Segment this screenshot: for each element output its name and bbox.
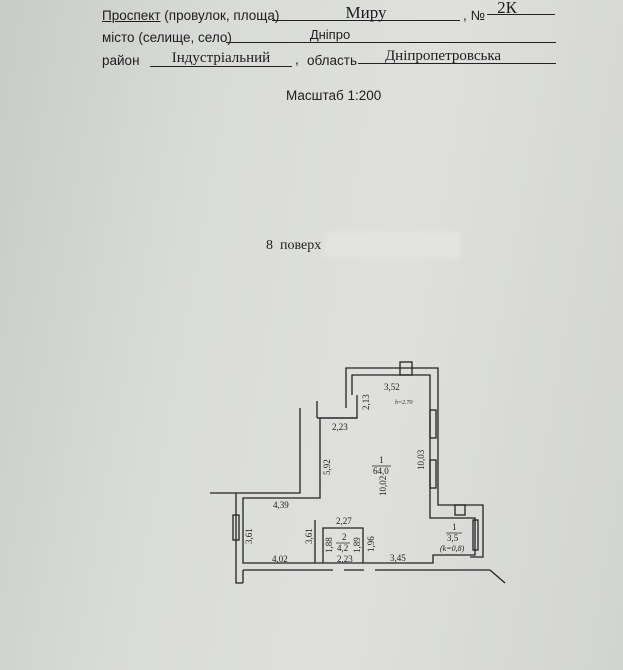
balcony-coef: (k=0,8) [440, 544, 465, 553]
dim-r2-bottom: 2,23 [337, 554, 353, 564]
street-label: Проспект [102, 8, 161, 23]
street-label-rest: (провулок, площа) [164, 8, 280, 23]
dim-room1-depth: 10,02 [378, 476, 388, 496]
dim-bottom-left: 4,02 [272, 554, 288, 564]
dim-bottom-right: 3,45 [390, 553, 406, 563]
number-label: , № [463, 8, 485, 23]
balcony-number: 1 [452, 522, 457, 532]
balcony-area: 3,5 [447, 533, 459, 543]
dim-top: 3,52 [384, 382, 400, 392]
room1-area: 64,0 [373, 466, 389, 476]
redacted-area [325, 232, 460, 258]
city-label: місто (селище, село) [102, 30, 232, 45]
region-label: область [307, 53, 357, 68]
region-separator: , [295, 52, 299, 67]
city-value: Дніпро [309, 27, 351, 42]
height-label: h=2.70 [395, 400, 413, 406]
street-line [272, 20, 460, 21]
dim-notch: 2,23 [332, 422, 348, 432]
dim-mid-h: 4,39 [273, 500, 289, 510]
district-value: Індустріальний [171, 50, 271, 66]
scale-label: Масштаб 1:200 [286, 88, 382, 103]
district-label: район [102, 53, 140, 68]
dim-r2-right: 1,89 [352, 537, 362, 553]
region-value: Дніпропетровська [384, 48, 502, 64]
dim-inner-v: 3,61 [304, 528, 314, 544]
walls [210, 361, 506, 584]
street-value: Миру [345, 3, 387, 22]
room1-number: 1 [379, 455, 384, 465]
city-line [226, 42, 556, 43]
floor-label: 8 поверх [266, 238, 322, 253]
dim-left-lower: 3,61 [244, 528, 254, 544]
number-line [487, 14, 555, 15]
dim-left-upper: 5,92 [322, 459, 332, 475]
district-line [150, 66, 292, 67]
dim-r2-outer: 1,96 [366, 536, 376, 552]
region-line [358, 63, 556, 64]
room2-number: 2 [342, 532, 347, 542]
room2-area: 4,2 [337, 543, 348, 553]
dim-r2-left: 1,88 [324, 537, 334, 553]
dim-r2-top: 2,27 [336, 516, 352, 526]
dim-right: 10,03 [416, 449, 426, 470]
number-value: 2К [497, 0, 517, 17]
dim-top-left-v: 2,13 [361, 394, 371, 410]
